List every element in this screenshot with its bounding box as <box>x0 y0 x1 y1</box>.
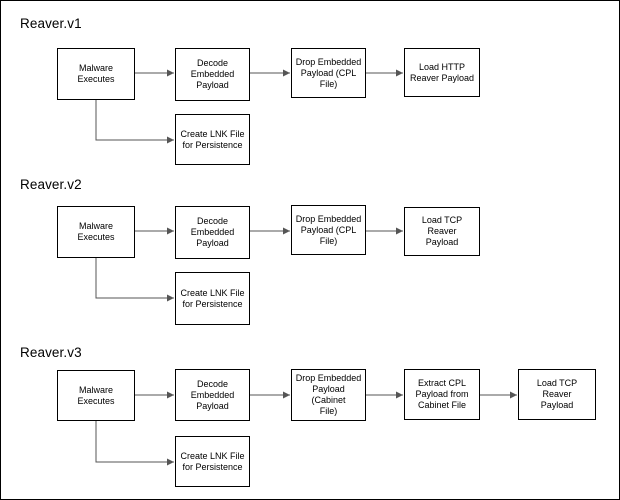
node-drop-embedded-payload: Drop Embedded Payload (Cabinet File) <box>291 369 366 421</box>
node-load-http-reaver-payload: Load HTTP Reaver Payload <box>404 48 480 97</box>
flow-arrow <box>95 100 174 144</box>
node-decode-embedded-payload: Decode Embedded Payload <box>175 48 250 101</box>
node-load-tcp-reaver-payload: Load TCP Reaver Payload <box>404 207 480 256</box>
node-decode-embedded-payload: Decode Embedded Payload <box>175 369 250 421</box>
flow-arrow <box>95 258 174 302</box>
node-decode-embedded-payload: Decode Embedded Payload <box>175 206 250 259</box>
node-drop-embedded-payload: Drop Embedded Payload (CPL File) <box>291 205 366 255</box>
section-title-reaver-v3: Reaver.v3 <box>20 345 82 360</box>
section-title-reaver-v1: Reaver.v1 <box>20 16 82 31</box>
node-create-lnk-file: Create LNK File for Persistence <box>175 436 250 487</box>
flow-arrow <box>95 421 174 466</box>
node-create-lnk-file: Create LNK File for Persistence <box>175 114 250 165</box>
section-title-reaver-v2: Reaver.v2 <box>20 177 82 192</box>
node-malware-executes: Malware Executes <box>57 48 135 100</box>
node-malware-executes: Malware Executes <box>57 206 135 258</box>
node-load-tcp-reaver-payload: Load TCP Reaver Payload <box>518 369 596 420</box>
node-drop-embedded-payload: Drop Embedded Payload (CPL File) <box>291 48 366 98</box>
node-extract-cpl-payload: Extract CPL Payload from Cabinet File <box>404 369 480 420</box>
node-create-lnk-file: Create LNK File for Persistence <box>175 272 250 325</box>
node-malware-executes: Malware Executes <box>57 370 135 421</box>
